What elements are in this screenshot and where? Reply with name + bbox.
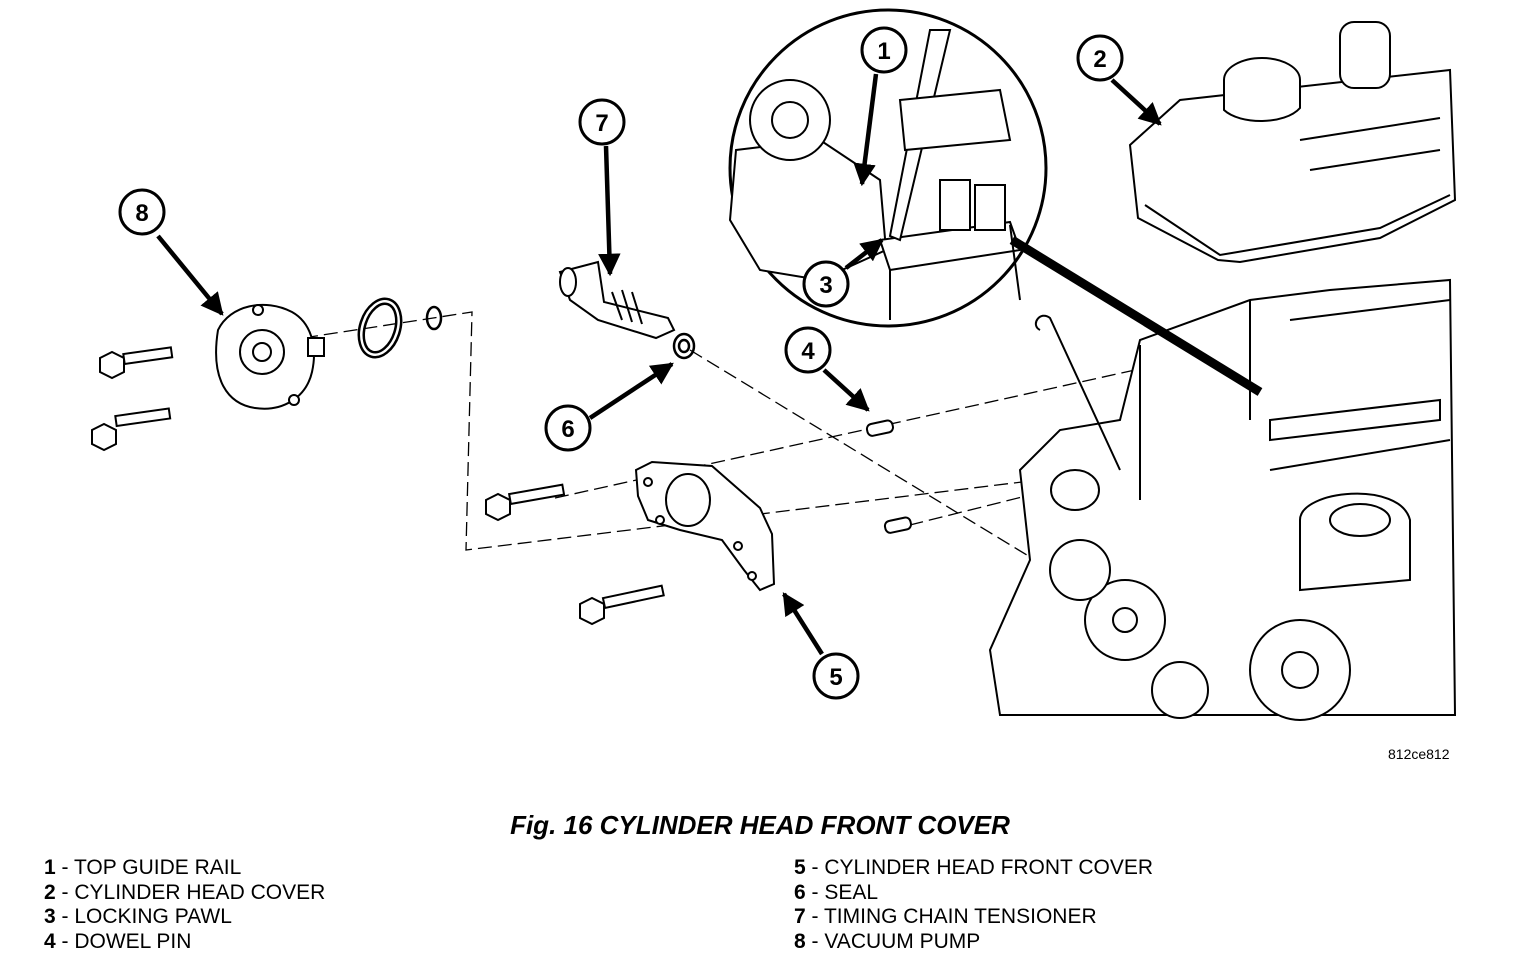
legend-item: 1 - TOP GUIDE RAIL (44, 856, 325, 881)
figure-code: 812ce812 (1388, 746, 1450, 762)
callout-8: 8 (118, 188, 166, 236)
front-cover-bolts (485, 483, 665, 626)
legend-label: CYLINDER HEAD FRONT COVER (824, 856, 1154, 879)
callout-5: 5 (812, 652, 860, 700)
dowel-pins (865, 419, 912, 534)
legend-label: TIMING CHAIN TENSIONER (823, 905, 1097, 928)
detail-inset (728, 8, 1263, 396)
callout-7: 7 (578, 98, 626, 146)
callout-label: 3 (819, 272, 832, 299)
callout-arrows (156, 73, 1162, 656)
legend-sep: - (55, 856, 74, 879)
legend-item: 3 - LOCKING PAWL (44, 905, 325, 930)
legend-sep: - (805, 929, 825, 953)
legend-sep: - (55, 905, 75, 928)
legend-num: 2 (44, 880, 56, 904)
timing-chain-tensioner (558, 260, 676, 340)
vacuum-pump-bolts (91, 346, 174, 452)
legend-label: VACUUM PUMP (824, 929, 981, 953)
legend-num: 1 (44, 856, 56, 879)
legend-item: 2 - CYLINDER HEAD COVER (44, 881, 325, 906)
legend-item: 6 - SEAL (794, 881, 1153, 906)
legend-label: SEAL (824, 880, 879, 904)
tensioner-seal (672, 332, 696, 360)
legend-item: 8 - VACUUM PUMP (794, 930, 1153, 955)
cylinder-head-cover (1128, 21, 1457, 264)
legend-item: 5 - CYLINDER HEAD FRONT COVER (794, 856, 1153, 881)
callout-6: 6 (544, 404, 592, 452)
callout-label: 5 (829, 664, 842, 691)
legend-num: 4 (44, 929, 56, 953)
callout-1: 1 (860, 26, 908, 74)
legend-sep: - (55, 880, 75, 904)
legend-right: 5 - CYLINDER HEAD FRONT COVER 6 - SEAL 7… (794, 856, 1153, 954)
callout-label: 6 (561, 416, 574, 443)
callout-4: 4 (784, 326, 832, 374)
exploded-diagram: 1 2 3 4 5 6 7 8 (91, 8, 1457, 721)
legend-label: TOP GUIDE RAIL (73, 856, 242, 879)
legend-sep: - (55, 929, 75, 953)
legend-num: 3 (44, 905, 56, 928)
legend-label: LOCKING PAWL (74, 905, 232, 928)
o-ring-seals (357, 297, 443, 359)
callout-label: 1 (877, 38, 890, 65)
figure-caption: Fig. 16 CYLINDER HEAD FRONT COVER (510, 810, 1010, 840)
legend-num: 5 (794, 856, 806, 879)
callout-label: 7 (595, 110, 608, 137)
callout-3: 3 (802, 260, 850, 308)
legend-sep: - (805, 880, 825, 904)
callout-label: 4 (801, 338, 815, 365)
legend-sep: - (805, 905, 824, 928)
callout-label: 8 (135, 200, 148, 227)
cylinder-head-front-cover (634, 460, 776, 592)
legend-item: 7 - TIMING CHAIN TENSIONER (794, 905, 1153, 930)
legend-num: 8 (794, 929, 806, 953)
legend-num: 7 (794, 905, 806, 928)
callout-2: 2 (1076, 34, 1124, 82)
callout-label: 2 (1093, 46, 1106, 73)
legend-left: 1 - TOP GUIDE RAIL 2 - CYLINDER HEAD COV… (44, 856, 325, 954)
engine-block (988, 278, 1457, 721)
legend-label: CYLINDER HEAD COVER (74, 880, 326, 904)
legend-item: 4 - DOWEL PIN (44, 930, 325, 955)
vacuum-pump (215, 303, 325, 410)
legend-num: 6 (794, 880, 806, 904)
legend-sep: - (805, 856, 825, 879)
legend-label: DOWEL PIN (74, 929, 192, 953)
